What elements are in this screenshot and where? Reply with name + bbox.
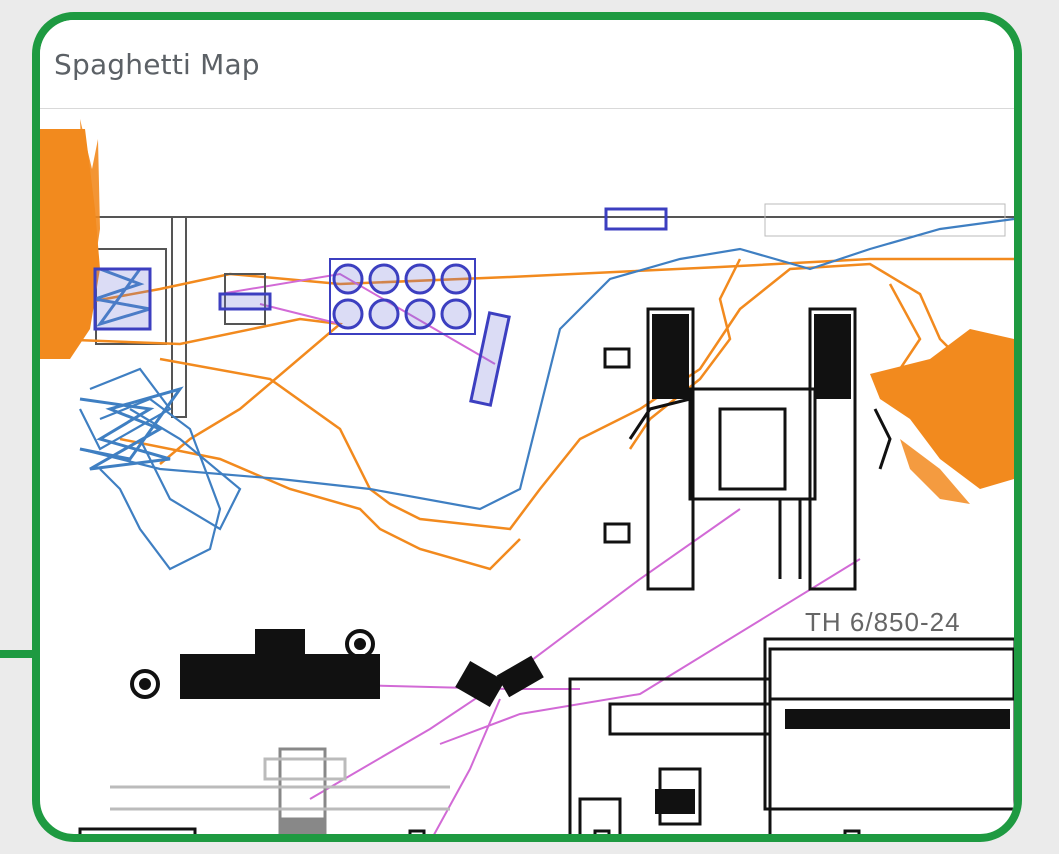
spaghetti-map[interactable]: TH 6/850-24	[40, 109, 1014, 834]
orange-activity-cluster-right	[870, 329, 1014, 504]
card-title: Spaghetti Map	[54, 48, 260, 81]
card-header: Spaghetti Map	[40, 20, 1014, 109]
orange-activity-cluster-left	[40, 119, 100, 359]
equipment-fills	[180, 314, 1010, 814]
orange-paths	[49, 257, 1014, 571]
blue-paths	[79, 217, 1014, 571]
frame-connector	[0, 650, 40, 658]
blue-activity-cluster	[79, 267, 184, 471]
equipment-layout	[78, 307, 1014, 834]
spaghetti-map-card: Spaghetti Map	[32, 12, 1022, 842]
equipment-wheels	[130, 629, 375, 699]
floor-plan-svg	[40, 119, 1014, 834]
purple-stations	[93, 258, 511, 407]
machine-label: TH 6/850-24	[805, 607, 961, 637]
guide-rails	[110, 757, 450, 811]
